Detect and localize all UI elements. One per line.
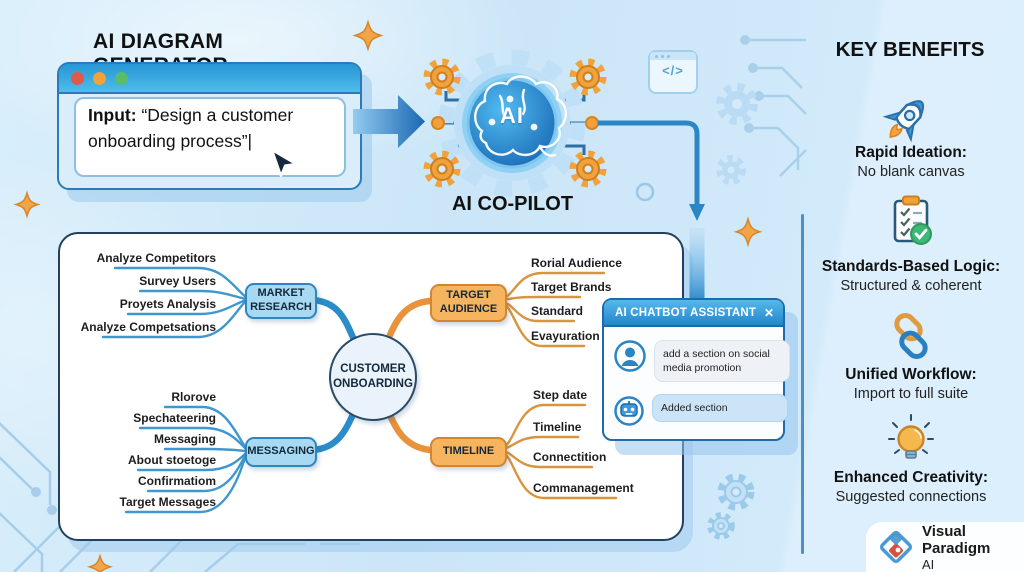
robot-avatar-icon: [614, 396, 644, 426]
decor-gear-bottom1: [717, 473, 755, 511]
rocket-icon: [806, 84, 1016, 144]
prompt-input-text: Input: “Design a customer onboarding pro…: [88, 102, 338, 154]
mindmap-node-timeline[interactable]: TIMELINE: [430, 437, 507, 467]
browser-titlebar: [59, 64, 360, 94]
branch-label: Analyze Competsations: [80, 320, 216, 334]
benefit-title: Unified Workflow:: [845, 366, 977, 383]
traffic-light-orange[interactable]: [93, 71, 106, 85]
decor-circle: [635, 182, 655, 202]
text-caret: |: [247, 131, 253, 151]
chat-message-bot: Added section: [614, 394, 788, 426]
sidebar-divider: [801, 214, 804, 554]
branch-label: Survey Users: [139, 274, 216, 288]
decor-gear-large: [716, 83, 758, 125]
branch-label: Proyets Analysis: [119, 297, 216, 311]
branch-label: Standard: [531, 304, 584, 318]
brand-name: Visual Paradigm: [922, 522, 991, 557]
branch-label: Analyze Competitors: [96, 251, 216, 265]
chat-bubble-user: add a section on social media promotion: [654, 340, 790, 383]
branch-label: Confirmatiom: [138, 474, 216, 488]
circuit-dots-top-right: [740, 35, 764, 133]
mindmap-node-target-audience[interactable]: TARGET AUDIENCE: [430, 284, 507, 322]
brand-sub: AI: [922, 556, 935, 572]
mindmap-node-market-research[interactable]: MARKET RESEARCH: [245, 283, 317, 319]
branch-label: Messaging: [153, 432, 216, 446]
prompt-input-field[interactable]: [74, 97, 346, 177]
branch-label: Rorial Audience: [531, 256, 622, 270]
chain-link-icon: [806, 310, 1016, 362]
code-window-icon-small: </>: [648, 50, 698, 94]
lightbulb-icon: [806, 412, 1016, 470]
brand-logo: Visual Paradigm AI: [866, 522, 1024, 572]
branch-label: Spechateering: [133, 411, 216, 425]
benefit-subtitle: Suggested connections: [835, 489, 987, 505]
chatbot-title: AI CHATBOT ASSISTANT: [615, 306, 757, 319]
benefit-subtitle: Import to full suite: [853, 386, 969, 402]
decor-gear-small: [716, 155, 746, 185]
visual-paradigm-logo-icon: [879, 530, 913, 564]
branch-label: Rlorove: [171, 390, 216, 404]
chatbot-titlebar: AI CHATBOT ASSISTANT ✕: [604, 300, 783, 327]
ai-chip-label: AI: [500, 103, 524, 128]
branch-label: Step date: [533, 388, 588, 402]
benefit-title: Enhanced Creativity:: [833, 469, 989, 486]
traffic-light-green[interactable]: [115, 71, 128, 85]
branch-label: About stoetoge: [128, 453, 216, 467]
mindmap-center-node[interactable]: CUSTOMER ONBOARDING: [329, 333, 417, 421]
circuit-lines-top-right: [748, 38, 807, 177]
sparkle-icons: [13, 19, 763, 572]
branch-label: Timeline: [533, 420, 582, 434]
input-value: “Design a customer onboarding process”: [88, 105, 294, 151]
benefit-item-enhanced-creativity: Enhanced Creativity: Suggested connectio…: [806, 469, 1016, 505]
benefits-title: KEY BENEFITS: [835, 38, 985, 61]
decor-gear-bottom2: [707, 512, 735, 540]
branch-label: Target Brands: [531, 280, 612, 294]
chatbot-panel: AI CHATBOT ASSISTANT ✕ add a section on …: [602, 298, 790, 441]
benefit-title: Standards-Based Logic:: [821, 258, 1001, 275]
input-label: Input:: [88, 105, 137, 125]
chat-message-user: add a section on social media promotion: [614, 340, 790, 383]
benefit-item-unified-workflow: Unified Workflow: Import to full suite: [806, 366, 1016, 402]
branch-label: Connectition: [533, 450, 607, 464]
code-window-dots: [650, 52, 696, 60]
traffic-light-red[interactable]: [71, 71, 84, 85]
clipboard-check-icon: [806, 192, 1016, 248]
benefit-title: Rapid Ideation:: [855, 144, 967, 161]
benefit-item-standards-logic: Standards-Based Logic: Structured & cohe…: [806, 258, 1016, 294]
close-icon[interactable]: ✕: [763, 305, 774, 320]
copilot-title: AI CO-PILOT: [451, 193, 574, 215]
benefit-subtitle: No blank canvas: [857, 164, 965, 180]
chat-bubble-bot: Added section: [652, 394, 788, 423]
code-glyph: </>: [662, 63, 684, 78]
benefit-item-rapid-ideation: Rapid Ideation: No blank canvas: [806, 144, 1016, 180]
mindmap-node-messaging[interactable]: MESSAGING: [245, 437, 317, 467]
user-avatar-icon: [614, 340, 646, 372]
branch-label: Commanagement: [533, 481, 634, 495]
benefit-subtitle: Structured & coherent: [840, 278, 982, 294]
branch-label: Target Messages: [119, 495, 217, 509]
branch-label: Evayuration: [531, 329, 600, 343]
